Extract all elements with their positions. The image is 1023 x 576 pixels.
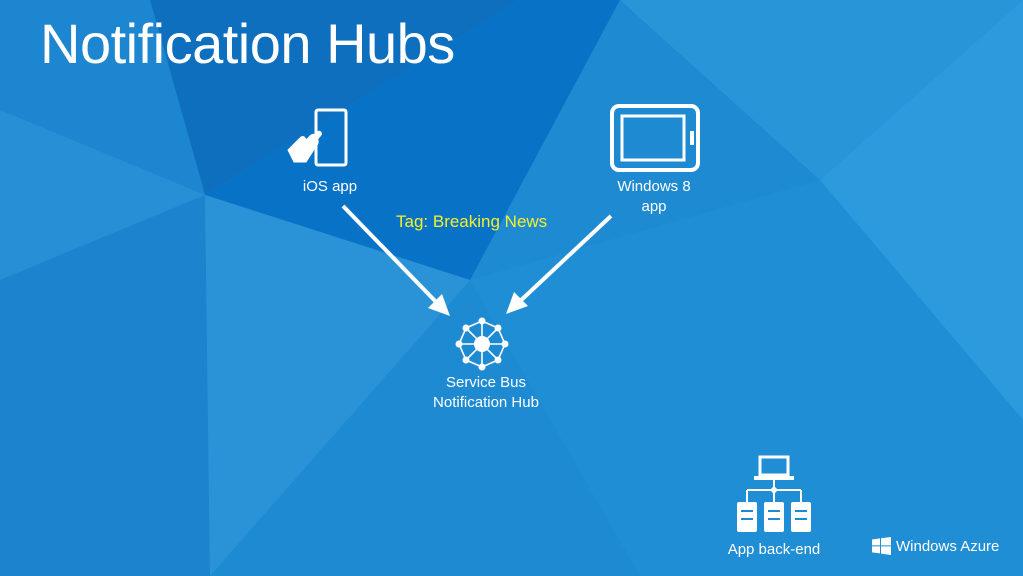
windows8-app-label-line2: app — [641, 198, 667, 215]
windows8-app-label: Windows 8 app — [604, 177, 704, 217]
hub-network-icon — [455, 317, 509, 371]
hub-label-line1: Service Bus — [445, 374, 527, 391]
server-tree-icon — [737, 455, 811, 532]
ios-app-label: iOS app — [302, 178, 358, 195]
backend-label: App back-end — [727, 541, 821, 558]
touch-phone-icon — [287, 108, 348, 167]
brand-text: Windows Azure — [896, 537, 1000, 555]
page-title: Notification Hubs — [40, 12, 455, 75]
windows-azure-brand: Windows Azure — [872, 537, 999, 555]
hub-label-line2: Notification Hub — [433, 394, 539, 411]
tag-label: Tag: Breaking News — [396, 212, 548, 231]
windows8-app-label-line1: Windows 8 — [617, 178, 691, 195]
arrow-ios-to-hub — [341, 204, 450, 316]
tablet-icon — [610, 104, 700, 172]
hub-label: Service Bus Notification Hub — [416, 373, 556, 413]
windows-logo-icon — [872, 537, 891, 555]
arrow-windows-to-hub — [506, 214, 613, 314]
